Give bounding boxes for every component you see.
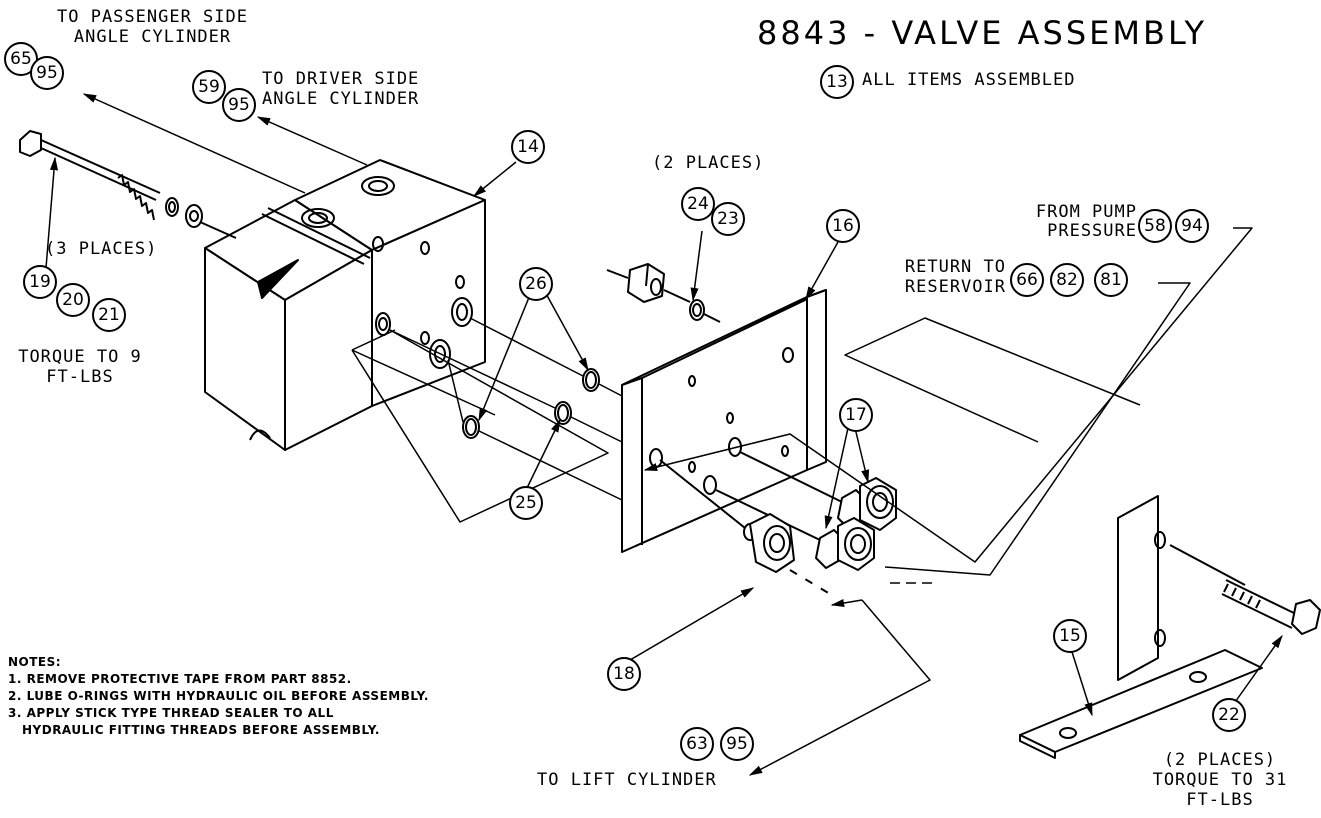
label-passenger-angle-cylinder: ANGLE CYLINDER	[73, 27, 232, 47]
label-to-driver-side: TO DRIVER SIDE	[262, 69, 420, 89]
callout-bubble-95: 95	[720, 727, 754, 761]
note-3-continued: HYDRAULIC FITTING THREADS BEFORE ASSEMBL…	[22, 723, 380, 737]
callout-bubble-16: 16	[826, 209, 860, 243]
callout-bubble-17: 17	[839, 398, 873, 432]
manifold-plate	[621, 289, 827, 553]
bolt-and-washers	[19, 130, 237, 239]
callout-bubble-26: 26	[519, 267, 553, 301]
label-torque-31: TORQUE TO 31	[1152, 770, 1288, 790]
label-two-places-top: (2 PLACES)	[652, 153, 765, 173]
callout-bubble-58: 58	[1138, 209, 1172, 243]
leader-lines	[45, 93, 1283, 776]
bracket-15	[1019, 495, 1263, 759]
o-rings	[462, 368, 600, 439]
port-center-lines	[351, 317, 623, 523]
callout-bubble-19: 19	[23, 265, 57, 299]
label-pressure: PRESSURE	[1047, 221, 1137, 241]
label-two-places-bottom: (2 PLACES)	[1163, 750, 1277, 770]
callout-bubble-94: 94	[1175, 209, 1209, 243]
valve-body	[204, 159, 486, 451]
label-reservoir: RESERVOIR	[904, 277, 1006, 297]
label-torque-31-unit: FT-LBS	[1186, 790, 1254, 810]
label-to-passenger-side: TO PASSENGER SIDE	[57, 7, 248, 27]
callout-bubble-23: 23	[711, 202, 745, 236]
label-torque-9-unit: FT-LBS	[46, 367, 114, 387]
callout-bubble-18: 18	[607, 657, 641, 691]
callout-bubble-95: 95	[222, 88, 256, 122]
drawing-subtitle: ALL ITEMS ASSEMBLED	[862, 70, 1076, 90]
callout-bubble-22: 22	[1212, 698, 1246, 732]
drawing-title: 8843 - VALVE ASSEMBLY	[757, 14, 1208, 52]
callout-bubble-95: 95	[30, 56, 64, 90]
note-1: 1. REMOVE PROTECTIVE TAPE FROM PART 8852…	[8, 672, 352, 686]
assembly-notes: NOTES: 1. REMOVE PROTECTIVE TAPE FROM PA…	[8, 654, 429, 739]
bolt-22	[1169, 544, 1321, 635]
label-torque-9: TORQUE TO 9	[18, 347, 142, 367]
label-driver-angle-cylinder: ANGLE CYLINDER	[262, 89, 420, 109]
notes-heading: NOTES:	[8, 655, 62, 669]
callout-bubble-63: 63	[680, 727, 714, 761]
callout-bubble-13: 13	[820, 65, 854, 99]
callout-bubble-21: 21	[92, 298, 126, 332]
callout-bubble-81: 81	[1094, 263, 1128, 297]
fitting-18	[659, 459, 836, 598]
callout-bubble-14: 14	[511, 130, 545, 164]
label-return-to: RETURN TO	[904, 257, 1006, 277]
callout-bubble-59: 59	[192, 70, 226, 104]
fittings-17	[715, 451, 897, 571]
callout-bubble-25: 25	[509, 486, 543, 520]
callout-bubble-82: 82	[1050, 263, 1084, 297]
label-from-pump: FROM PUMP	[1035, 202, 1137, 222]
label-to-lift-cylinder: TO LIFT CYLINDER	[537, 770, 717, 790]
callout-bubble-66: 66	[1010, 263, 1044, 297]
callout-bubble-15: 15	[1053, 619, 1087, 653]
note-3: 3. APPLY STICK TYPE THREAD SEALER TO ALL	[8, 706, 334, 720]
label-three-places: (3 PLACES)	[45, 239, 158, 259]
callout-bubble-24: 24	[681, 187, 715, 221]
callout-bubble-20: 20	[56, 283, 90, 317]
nut-and-washer	[606, 263, 721, 323]
note-2: 2. LUBE O-RINGS WITH HYDRAULIC OIL BEFOR…	[8, 689, 429, 703]
